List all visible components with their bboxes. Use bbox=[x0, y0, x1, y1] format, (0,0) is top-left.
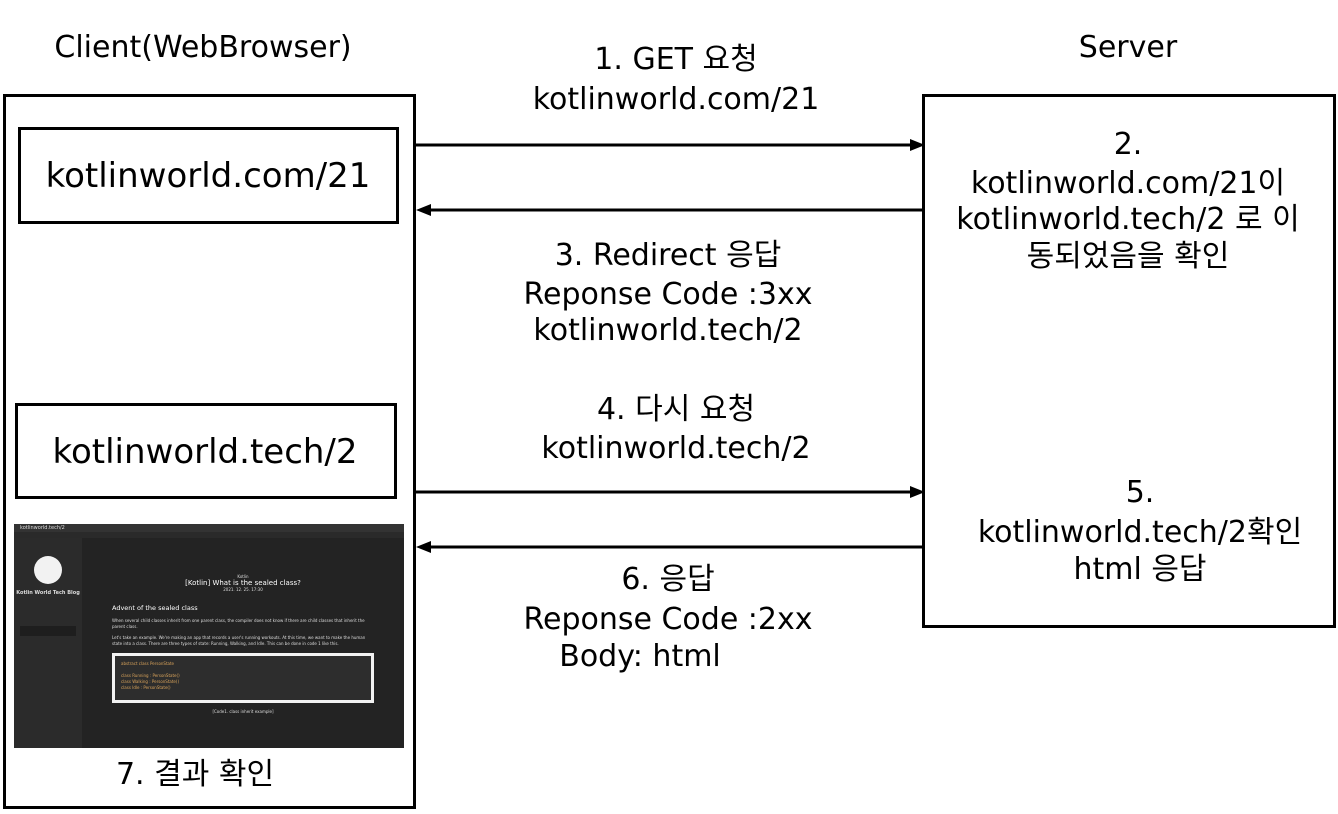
post-paragraph: Let's take an example. We're making an a… bbox=[112, 635, 366, 646]
post-category: Kotlin bbox=[237, 574, 249, 579]
code-line: abstract class PersonState bbox=[121, 661, 175, 666]
step3-code: Reponse Code :3xx bbox=[523, 277, 813, 312]
url-box-second bbox=[15, 403, 397, 499]
step4-url: kotlinworld.tech/2 bbox=[541, 431, 811, 466]
step4-label: 4. 다시 요청 bbox=[596, 392, 756, 427]
search-input bbox=[20, 626, 76, 636]
server-step2-line: 2. bbox=[1113, 127, 1143, 162]
url-second: kotlinworld.tech/2 bbox=[52, 432, 358, 472]
server-step2-line: 동되었음을 확인 bbox=[1026, 239, 1230, 274]
client-box bbox=[3, 94, 416, 809]
post-paragraph: When several child classes inherit from … bbox=[112, 618, 365, 629]
server-step2-line: kotlinworld.tech/2 로 이 bbox=[956, 202, 1300, 237]
bookmarks-bar bbox=[14, 532, 404, 538]
step6-label: 6. 응답 bbox=[621, 562, 715, 597]
code-block: abstract class PersonState class Running… bbox=[112, 653, 374, 703]
url-first: kotlinworld.com/21 bbox=[45, 156, 371, 196]
step6-body: Body: html bbox=[559, 639, 721, 674]
post-heading: Advent of the sealed class bbox=[112, 604, 198, 612]
code-line: class Walking : PersonState() bbox=[121, 679, 180, 684]
code-caption: [Code1. class inherit example] bbox=[212, 709, 274, 714]
client-label: Client(WebBrowser) bbox=[54, 30, 352, 65]
avatar bbox=[34, 556, 62, 584]
step1-label: 1. GET 요청 bbox=[594, 42, 758, 77]
server-step5-line: html 응답 bbox=[1073, 552, 1207, 587]
post-title: [Kotlin] What is the sealed class? bbox=[185, 579, 301, 587]
code-line: class Idle : PersonState() bbox=[121, 685, 171, 690]
browser-screenshot: kotlinworld.tech/2 Kotlin World Tech Blo… bbox=[14, 524, 404, 748]
server-label: Server bbox=[1078, 30, 1178, 65]
code-line: class Running : PersonState() bbox=[121, 673, 180, 678]
step3-label: 3. Redirect 응답 bbox=[554, 238, 782, 273]
server-box bbox=[922, 94, 1336, 628]
step6-code: Reponse Code :2xx bbox=[523, 602, 813, 637]
blog-sidebar: Kotlin World Tech Blog bbox=[14, 538, 82, 748]
server-step5-line: kotlinworld.tech/2확인 bbox=[977, 515, 1303, 550]
post-date: 2021. 12. 25. 17:30 bbox=[223, 587, 263, 592]
blog-title: Kotlin World Tech Blog bbox=[16, 590, 80, 596]
post: Kotlin [Kotlin] What is the sealed class… bbox=[82, 538, 404, 748]
server-step2-line: kotlinworld.com/21이 bbox=[970, 166, 1286, 201]
step7-result: 7. 결과 확인 bbox=[115, 757, 275, 792]
step1-url: kotlinworld.com/21 bbox=[532, 82, 820, 117]
step3-url: kotlinworld.tech/2 bbox=[533, 313, 803, 348]
url-box-first bbox=[18, 127, 399, 224]
server-step5-line: 5. bbox=[1125, 475, 1155, 510]
address-bar: kotlinworld.tech/2 bbox=[20, 525, 65, 531]
